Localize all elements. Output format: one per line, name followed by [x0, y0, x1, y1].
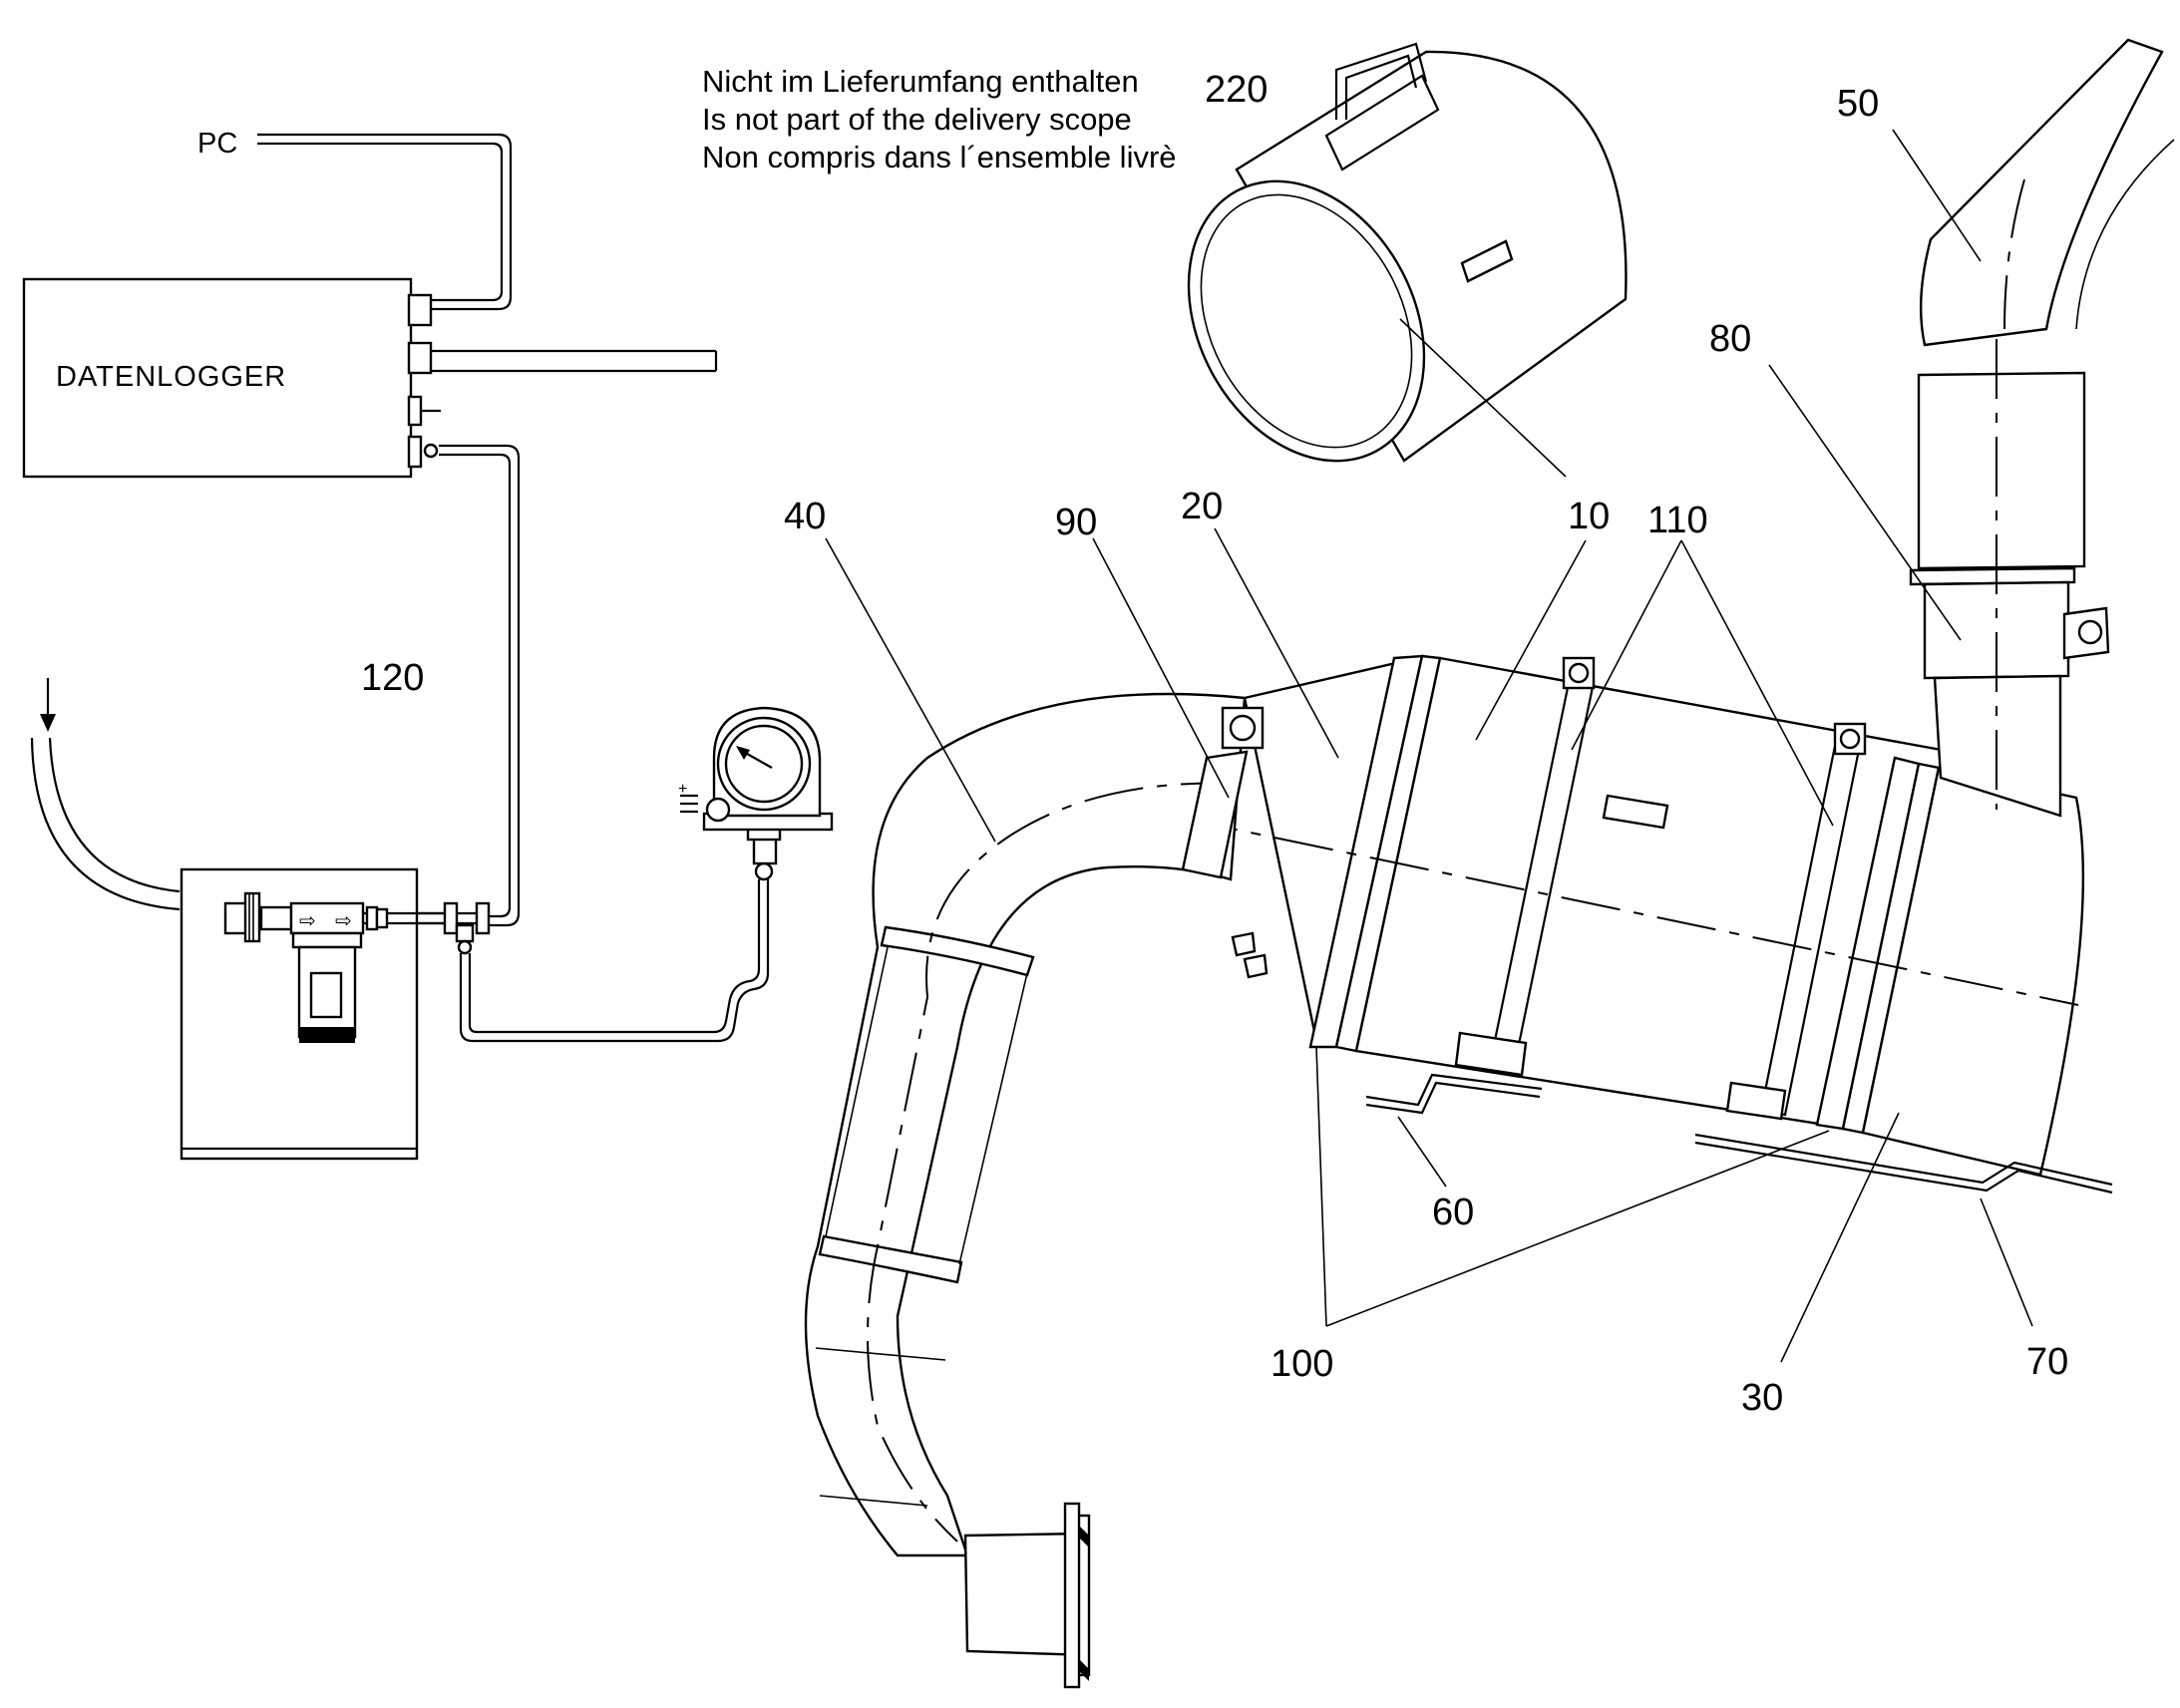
flow-arrow-icon: ⇨ — [335, 910, 352, 932]
part-label-50: 50 — [1837, 83, 1879, 125]
support-rails — [1365, 1073, 2113, 1195]
part-label-30: 30 — [1741, 1377, 1783, 1419]
part-label-70: 70 — [2026, 1341, 2068, 1383]
pc-cable: PC — [197, 128, 513, 311]
part-label-60: 60 — [1432, 1192, 1474, 1233]
gauge-line: + — [417, 706, 834, 1043]
leader-lines — [825, 129, 2033, 1363]
datalogger-label: DATENLOGGER — [56, 361, 286, 393]
notice-line-1: Nicht im Lieferumfang enthalten — [702, 64, 1139, 99]
datalogger-box: DATENLOGGER — [22, 277, 718, 479]
part-label-10: 10 — [1568, 496, 1610, 537]
protective-cover-220 — [1187, 42, 1628, 463]
gauge-needle-icon — [736, 746, 750, 760]
part-label-110: 110 — [1647, 500, 1708, 541]
filter-body — [1082, 654, 2085, 1177]
pump-box: ⇨ ⇨ — [180, 867, 449, 1161]
notice-line-2: Is not part of the delivery scope — [702, 102, 1132, 137]
sensor-line-120 — [439, 444, 521, 927]
flow-arrow-icon: ⇨ — [299, 910, 316, 932]
part-label-20: 20 — [1181, 486, 1223, 527]
part-label-90: 90 — [1055, 502, 1097, 543]
part-label-220: 220 — [1205, 69, 1268, 111]
inlet-hose — [30, 678, 181, 911]
inlet-pipe-40 — [804, 692, 1269, 1689]
flow-arrow-icon — [40, 714, 56, 732]
notice-line-3: Non compris dans l´ensemble livrè — [702, 140, 1177, 174]
part-label-40: 40 — [784, 496, 826, 537]
part-label-100: 100 — [1271, 1343, 1333, 1385]
part-label-80: 80 — [1709, 318, 1751, 360]
pc-label: PC — [197, 128, 237, 160]
part-label-120: 120 — [361, 657, 424, 699]
outlet-pipe-50 — [1909, 38, 2175, 818]
plus-icon: + — [678, 781, 687, 798]
